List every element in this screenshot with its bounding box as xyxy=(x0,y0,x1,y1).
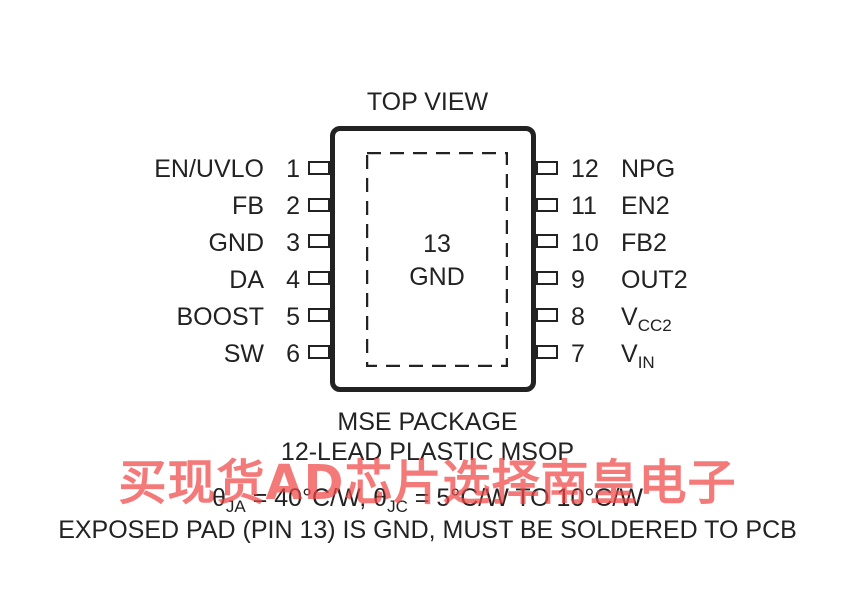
pin-number: 11 xyxy=(571,192,597,220)
pin-name: FB2 xyxy=(621,229,667,257)
pin-number: 2 xyxy=(286,192,300,220)
pin-lead xyxy=(536,345,558,359)
pin-name: VIN xyxy=(621,340,655,372)
pin-lead xyxy=(308,161,330,175)
pin-number: 5 xyxy=(286,303,300,331)
exposed-pad-outline xyxy=(366,152,508,367)
pin-number: 1 xyxy=(286,155,300,183)
pin-lead xyxy=(308,234,330,248)
pin-number: 3 xyxy=(286,229,300,257)
exposed-pad-note: EXPOSED PAD (PIN 13) IS GND, MUST BE SOL… xyxy=(58,516,797,544)
pad-name: GND xyxy=(409,263,465,291)
pin-number: 7 xyxy=(571,340,585,368)
thermal-resistance: θJA = 40°C/W, θJC = 5°C/W TO 10°C/W xyxy=(212,484,643,516)
pin-name: BOOST xyxy=(176,303,264,331)
pin-number: 4 xyxy=(286,266,300,294)
pin-name: EN/UVLO xyxy=(154,155,264,183)
pin-name: EN2 xyxy=(621,192,670,220)
pin-lead xyxy=(536,308,558,322)
package-name: MSE PACKAGE xyxy=(337,408,518,436)
pin-name: NPG xyxy=(621,155,676,183)
pin-name: OUT2 xyxy=(621,266,688,294)
pin-number: 6 xyxy=(286,340,300,368)
pin-name: DA xyxy=(229,266,264,294)
pin-lead xyxy=(536,271,558,285)
pin-lead xyxy=(536,161,558,175)
watermark-text: 买现货AD芯片选择南皇电子 xyxy=(118,455,737,511)
pin-number: 10 xyxy=(571,229,599,257)
pin-number: 12 xyxy=(571,155,599,183)
pin-name: FB xyxy=(232,192,264,220)
pin-lead xyxy=(308,198,330,212)
pin-name: VCC2 xyxy=(621,303,672,335)
view-title: TOP VIEW xyxy=(366,88,489,116)
pad-number: 13 xyxy=(423,230,451,258)
pin-name: SW xyxy=(223,340,264,368)
pin-name: GND xyxy=(208,229,264,257)
pin-lead xyxy=(536,234,558,248)
pin-lead xyxy=(308,345,330,359)
package-outline xyxy=(330,126,536,392)
package-description: 12-LEAD PLASTIC MSOP xyxy=(280,438,575,466)
pin-lead xyxy=(308,308,330,322)
pin-number: 8 xyxy=(571,303,585,331)
pin-lead xyxy=(536,198,558,212)
pin-number: 9 xyxy=(571,266,585,294)
pin-lead xyxy=(308,271,330,285)
